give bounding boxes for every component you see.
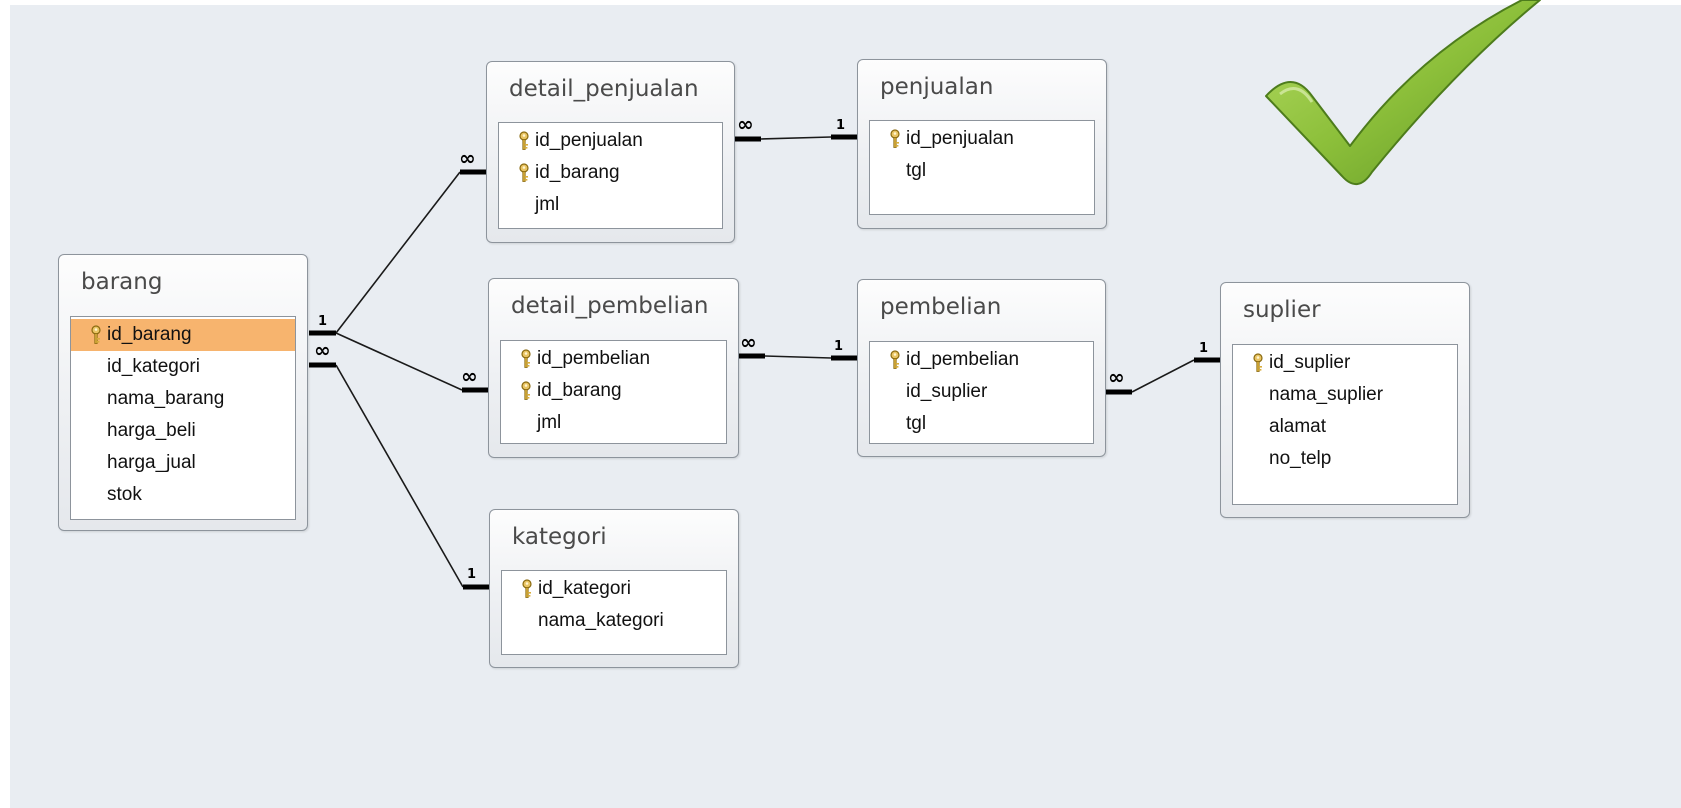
- rel-card-detail-pembelian-inf: ∞: [461, 364, 478, 388]
- rel-line-barang-kategori[interactable]: [335, 364, 464, 588]
- table-title: barang: [81, 269, 163, 295]
- rel-card-detail-penjualan-inf: ∞: [459, 146, 476, 170]
- field-item[interactable]: id_barang: [499, 157, 722, 189]
- field-item[interactable]: harga_beli: [71, 415, 295, 447]
- field-list: id_pembelian id_barang jml: [500, 340, 727, 444]
- field-name: no_telp: [1269, 448, 1332, 469]
- table-barang[interactable]: barang id_barang id_kategori nama_barang…: [58, 254, 308, 531]
- field-name: id_barang: [537, 380, 622, 401]
- table-title: detail_pembelian: [511, 293, 709, 319]
- field-list: id_barang id_kategori nama_barang harga_…: [70, 316, 296, 520]
- table-title: pembelian: [880, 294, 1002, 320]
- field-item[interactable]: id_barang: [501, 375, 726, 407]
- key-icon: [71, 325, 107, 345]
- rel-card-detail-pembelian-inf2: ∞: [740, 330, 757, 354]
- rel-line-barang-detail-penjualan[interactable]: [335, 171, 461, 334]
- field-item[interactable]: no_telp: [1233, 443, 1457, 475]
- field-item[interactable]: stok: [71, 479, 295, 511]
- field-name: id_kategori: [107, 356, 200, 377]
- field-list: id_penjualan tgl: [869, 120, 1095, 215]
- key-icon: [501, 381, 537, 401]
- field-name: stok: [107, 484, 142, 505]
- field-name: tgl: [906, 160, 927, 181]
- field-name: id_pembelian: [906, 349, 1020, 370]
- rel-card-detail-penjualan-inf2: ∞: [737, 112, 754, 136]
- key-icon: [499, 131, 535, 151]
- table-title: suplier: [1243, 297, 1321, 323]
- field-item[interactable]: id_kategori: [71, 351, 295, 383]
- field-item[interactable]: id_suplier: [870, 376, 1093, 408]
- key-icon: [501, 349, 537, 369]
- field-name: nama_kategori: [538, 610, 664, 631]
- key-icon: [502, 579, 538, 599]
- field-name: id_barang: [535, 162, 620, 183]
- field-item[interactable]: alamat: [1233, 411, 1457, 443]
- key-icon: [870, 129, 906, 149]
- field-list: id_kategori nama_kategori: [501, 570, 727, 655]
- field-name: id_suplier: [1269, 352, 1351, 373]
- field-name: id_pembelian: [537, 348, 651, 369]
- field-item[interactable]: id_pembelian: [870, 344, 1093, 376]
- field-name: harga_jual: [107, 452, 196, 473]
- table-suplier[interactable]: suplier id_suplier nama_suplier alamat n…: [1220, 282, 1470, 518]
- field-name: nama_suplier: [1269, 384, 1384, 405]
- rel-card-kategori-1: 1: [467, 567, 476, 582]
- rel-line-detail-pembelian-pembelian[interactable]: [764, 355, 832, 359]
- field-item[interactable]: nama_suplier: [1233, 379, 1457, 411]
- field-name: harga_beli: [107, 420, 196, 441]
- field-item[interactable]: id_pembelian: [501, 343, 726, 375]
- table-title: penjualan: [880, 74, 994, 100]
- rel-line-barang-detail-pembelian[interactable]: [335, 332, 463, 391]
- field-name: id_penjualan: [906, 128, 1014, 149]
- field-item[interactable]: id_kategori: [502, 573, 726, 605]
- key-icon: [499, 163, 535, 183]
- table-pembelian[interactable]: pembelian id_pembelian id_suplier tgl: [857, 279, 1106, 457]
- rel-line-pembelian-suplier[interactable]: [1131, 359, 1195, 393]
- table-detail-pembelian[interactable]: detail_pembelian id_pembelian id_barang …: [488, 278, 739, 458]
- field-item[interactable]: id_penjualan: [870, 123, 1094, 155]
- checkmark-icon: [1265, 0, 1541, 185]
- table-kategori[interactable]: kategori id_kategori nama_kategori: [489, 509, 739, 668]
- rel-card-pembelian-1: 1: [834, 339, 843, 354]
- field-name: id_suplier: [906, 381, 988, 402]
- field-name: tgl: [906, 413, 927, 434]
- field-name: id_barang: [107, 324, 192, 345]
- field-item[interactable]: nama_kategori: [502, 605, 726, 637]
- rel-card-pembelian-inf: ∞: [1108, 365, 1125, 389]
- field-name: nama_barang: [107, 388, 225, 409]
- field-name: id_kategori: [538, 578, 631, 599]
- rel-card-barang-inf: ∞: [314, 338, 331, 362]
- rel-line-detail-penjualan-penjualan[interactable]: [760, 136, 832, 140]
- rel-card-penjualan-1: 1: [836, 118, 845, 133]
- field-item[interactable]: tgl: [870, 408, 1093, 440]
- field-item[interactable]: id_barang: [71, 319, 295, 351]
- table-title: kategori: [512, 524, 607, 550]
- rel-card-suplier-1: 1: [1199, 341, 1208, 356]
- field-list: id_pembelian id_suplier tgl: [869, 341, 1094, 444]
- field-list: id_penjualan id_barang jml: [498, 122, 723, 229]
- field-name: jml: [535, 194, 560, 215]
- field-name: alamat: [1269, 416, 1327, 437]
- field-item[interactable]: jml: [499, 189, 722, 221]
- field-name: id_penjualan: [535, 130, 643, 151]
- field-item[interactable]: jml: [501, 407, 726, 439]
- field-list: id_suplier nama_suplier alamat no_telp: [1232, 344, 1458, 505]
- key-icon: [870, 350, 906, 370]
- field-item[interactable]: harga_jual: [71, 447, 295, 479]
- field-item[interactable]: id_suplier: [1233, 347, 1457, 379]
- field-item[interactable]: nama_barang: [71, 383, 295, 415]
- key-icon: [1233, 353, 1269, 373]
- rel-card-barang-1: 1: [318, 314, 327, 329]
- field-item[interactable]: id_penjualan: [499, 125, 722, 157]
- field-name: jml: [537, 412, 562, 433]
- table-title: detail_penjualan: [509, 76, 699, 102]
- table-penjualan[interactable]: penjualan id_penjualan tgl: [857, 59, 1107, 229]
- field-item[interactable]: tgl: [870, 155, 1094, 187]
- table-detail-penjualan[interactable]: detail_penjualan id_penjualan id_barang …: [486, 61, 735, 243]
